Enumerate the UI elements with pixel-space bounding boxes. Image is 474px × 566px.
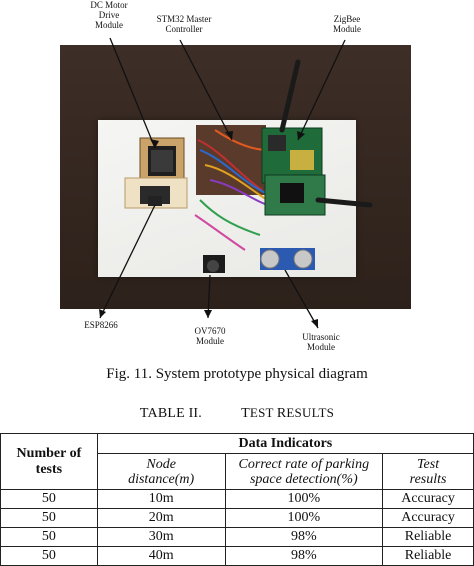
ov7670-camera-drawing (203, 255, 225, 273)
cell-rate: 100% (224, 508, 384, 528)
cell-result: Reliable (382, 527, 474, 547)
ultrasonic-sensor-drawing (260, 248, 315, 270)
label-ultrasonic: Ultrasonic Module (302, 332, 340, 352)
cell-result: Accuracy (382, 489, 474, 509)
header-node-distance: Node distance(m) (96, 453, 226, 490)
cell-distance: 30m (96, 527, 226, 547)
leader-dc-motor (109, 37, 156, 149)
label-ov7670: OV7670 Module (194, 326, 226, 346)
stm32-board-drawing (194, 125, 281, 251)
figure: DC Motor Drive Module STM32 Master Contr… (60, 0, 411, 382)
header-data-indicators: Data Indicators (96, 433, 474, 454)
leader-zigbee (297, 39, 346, 141)
cell-result: Reliable (382, 546, 474, 566)
cell-tests: 50 (0, 508, 98, 528)
table-number: TABLE II. (139, 406, 202, 421)
zigbee-board-drawing (261, 59, 373, 216)
results-table: Number of tests Data Indicators Node dis… (0, 433, 474, 566)
cell-tests: 50 (0, 546, 98, 566)
leader-stm32 (179, 39, 233, 141)
esp8266-drawing (148, 196, 162, 206)
cell-distance: 20m (96, 508, 226, 528)
dc-motor-driver-drawing (124, 137, 188, 209)
table-row: 50 30m 98% Reliable (0, 527, 474, 547)
leader-ultrasonic (284, 269, 319, 329)
cell-result: Accuracy (382, 508, 474, 528)
cell-distance: 10m (96, 489, 226, 509)
table-row: 50 40m 98% Reliable (0, 546, 474, 566)
cell-rate: 98% (224, 527, 384, 547)
cell-tests: 50 (0, 527, 98, 547)
cell-rate: 98% (224, 546, 384, 566)
leader-lines (99, 37, 346, 329)
table-row: 50 10m 100% Accuracy (0, 489, 474, 509)
label-dc-motor: DC Motor Drive Module (90, 0, 128, 30)
figure-caption: Fig. 11. System prototype physical diagr… (106, 366, 368, 382)
label-stm32: STM32 Master Controller (156, 14, 212, 34)
prototype-hardware (99, 37, 373, 329)
label-esp8266: ESP8266 (84, 320, 118, 330)
header-correct-rate: Correct rate of parking space detection(… (224, 453, 384, 490)
table-row: 50 20m 100% Accuracy (0, 508, 474, 528)
table-caption: TEST RESULTS (241, 405, 335, 421)
cell-distance: 40m (96, 546, 226, 566)
cell-rate: 100% (224, 489, 384, 509)
header-test-results: Test results (382, 453, 474, 490)
label-zigbee: ZigBee Module (333, 14, 361, 34)
table-title: TABLE II. TEST RESULTS (0, 405, 474, 422)
leader-esp8266 (99, 204, 156, 319)
cell-tests: 50 (0, 489, 98, 509)
header-number-of-tests: Number of tests (0, 433, 98, 490)
